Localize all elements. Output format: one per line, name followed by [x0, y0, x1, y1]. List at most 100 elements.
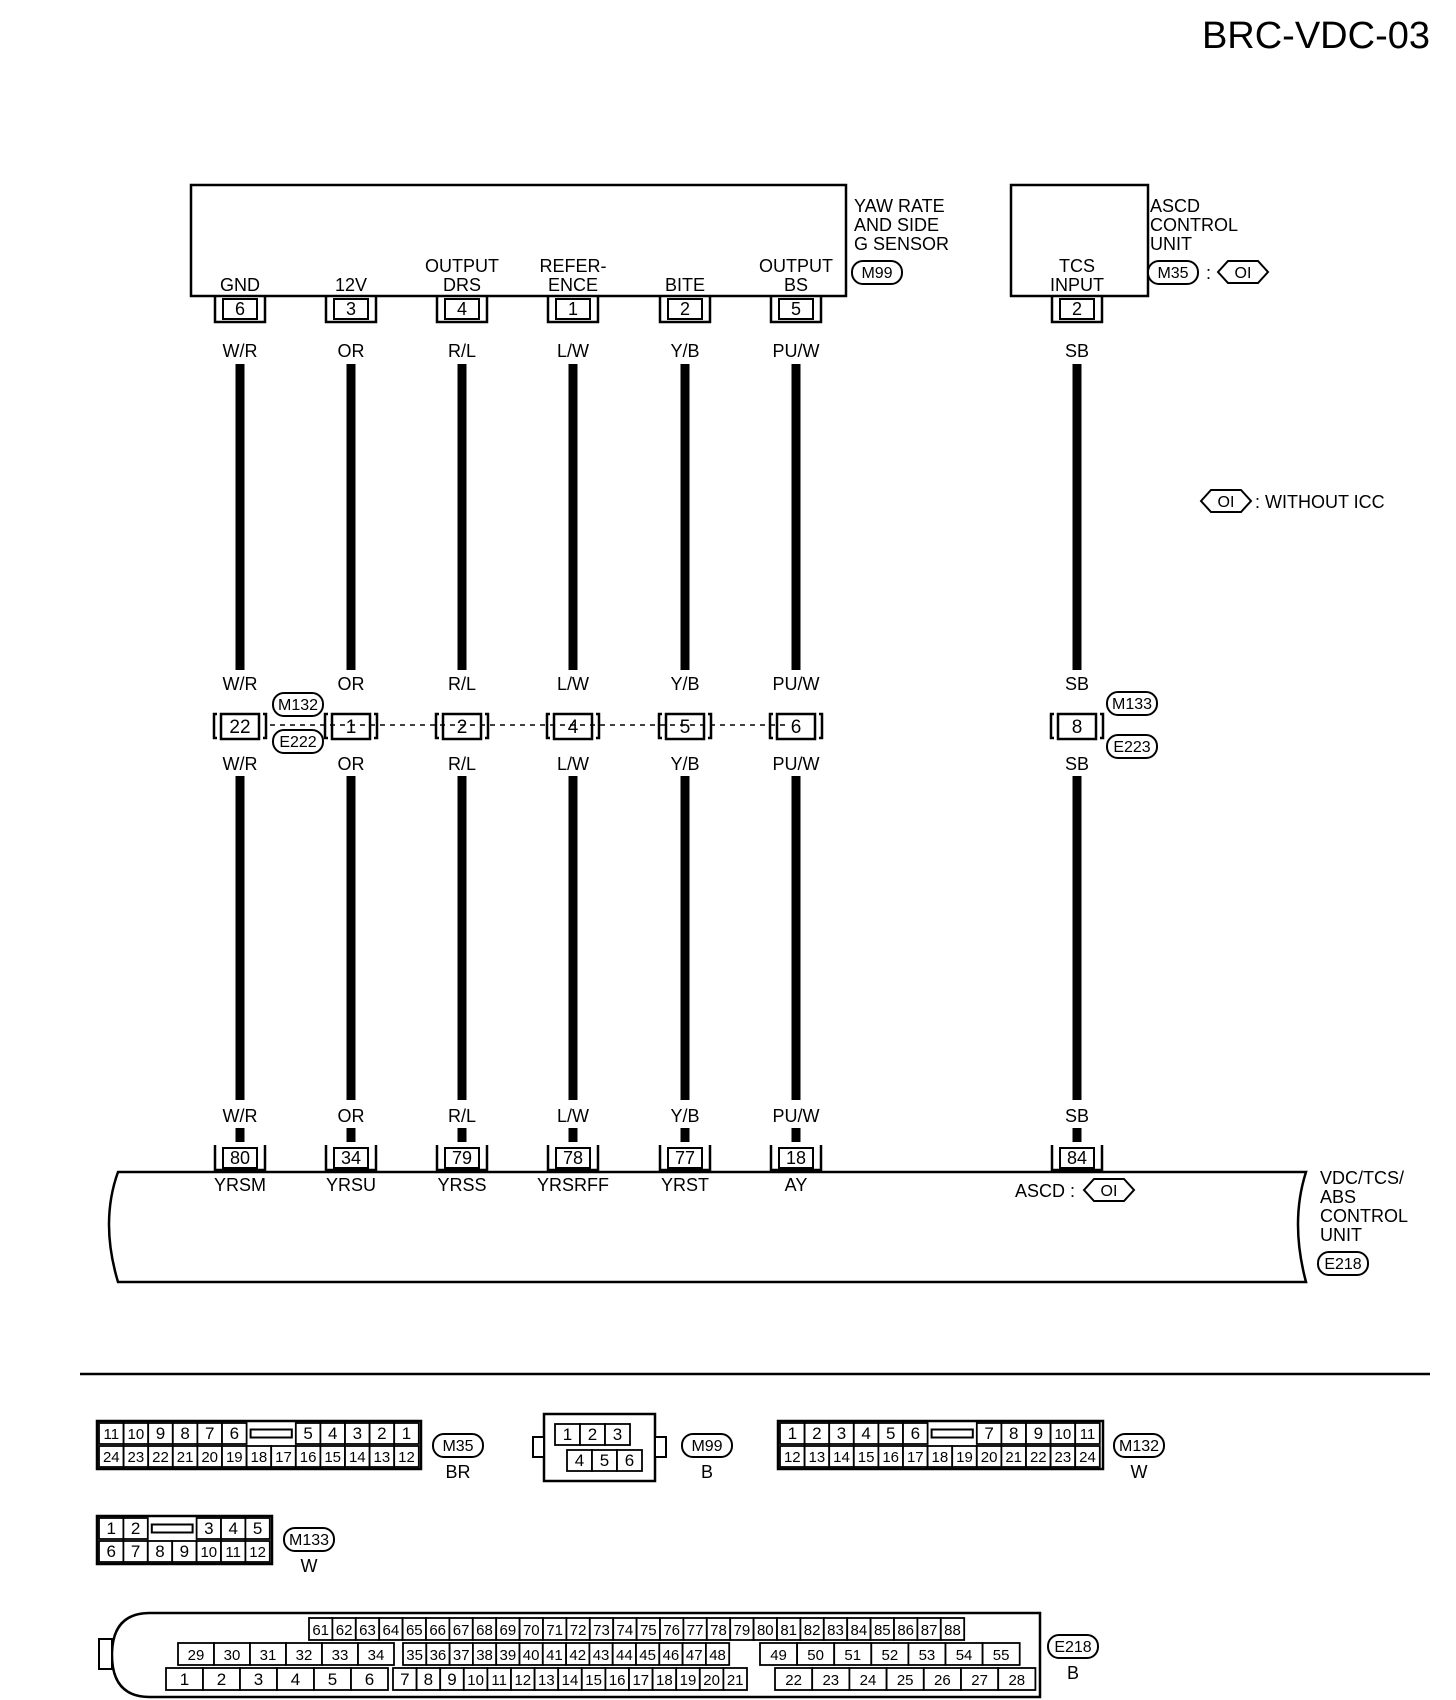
- joint-pin-bracket: [1049, 712, 1105, 740]
- e218-cavity-number: 79: [734, 1622, 751, 1639]
- ecu-pin-number: 84: [1067, 1148, 1087, 1168]
- m133-badge: [283, 1527, 335, 1552]
- m35-cavity-number: 6: [230, 1424, 239, 1443]
- m133-cavity-number: 12: [249, 1544, 266, 1561]
- e218-cavity-number: 30: [224, 1647, 241, 1664]
- m132-cavity-number: 4: [861, 1424, 870, 1443]
- legend: OI : WITHOUT ICC: [1199, 489, 1385, 513]
- e218-badge: [1047, 1634, 1099, 1659]
- m35-cavity-number: 11: [104, 1426, 120, 1443]
- m132-key-slot: [930, 1428, 974, 1439]
- e218-cavity-number: 76: [663, 1622, 680, 1639]
- m35-cavity-number: 10: [128, 1426, 145, 1443]
- m99-cavity-number: 3: [613, 1425, 622, 1444]
- e218-color: B: [1067, 1663, 1079, 1683]
- e218-cavity-number: 51: [844, 1647, 861, 1664]
- m132-cavity-number: 5: [886, 1424, 895, 1443]
- e218-cavity-number: 16: [609, 1672, 626, 1689]
- sensor-pin-cavity: [658, 297, 712, 324]
- ecu-pin-box: [778, 1147, 814, 1169]
- wire-color-label: SB: [1065, 1106, 1089, 1126]
- e218-cavity-number: 18: [656, 1672, 673, 1689]
- wire-color-label: Y/B: [670, 341, 699, 361]
- sensor-pin-box: [778, 298, 814, 320]
- m132-cavity-number: 24: [1079, 1449, 1096, 1466]
- e218-cavity-number: 23: [822, 1672, 839, 1689]
- e218-cavity-number: 43: [593, 1647, 610, 1664]
- e218-cavity-number: 65: [406, 1622, 423, 1639]
- e218-cavity-number: 46: [663, 1647, 680, 1664]
- m133-cavity: [122, 1517, 149, 1540]
- joint-pin-number: 22: [229, 717, 250, 738]
- vdc-ascd-option-badge: OI: [1082, 1178, 1136, 1202]
- yaw-sensor-name-line-2: AND SIDE: [854, 215, 939, 235]
- e218-cavity-number: 28: [1008, 1672, 1025, 1689]
- m132-color: W: [1131, 1462, 1148, 1482]
- m133-cavity-number: 7: [131, 1542, 140, 1561]
- wire-color-label: W/R: [223, 341, 258, 361]
- wire-color-label: SB: [1065, 754, 1089, 774]
- m35-cavity-number: 7: [205, 1424, 214, 1443]
- m35-cavity-number: 22: [152, 1449, 169, 1466]
- joint-pin-number: 1: [346, 717, 357, 738]
- e218-cavity-number: 42: [569, 1647, 586, 1664]
- e218-cavity-number: 83: [827, 1622, 844, 1639]
- ascd-unit-box: [1009, 183, 1150, 298]
- m35-color: BR: [445, 1462, 470, 1482]
- e218-cavity: [357, 1642, 395, 1666]
- m132-cavity-number: 20: [981, 1449, 998, 1466]
- sensor-pin-cavity: [1050, 297, 1104, 324]
- m133-cavity: [244, 1517, 271, 1540]
- e218-cavity-number: 13: [538, 1672, 555, 1689]
- ascd-unit-option-separator: :: [1206, 263, 1211, 283]
- e218-cavity-number: 24: [860, 1672, 877, 1689]
- m133-cavity-number: 4: [228, 1519, 237, 1538]
- e218-cavity-number: 35: [406, 1647, 423, 1664]
- ecu-terminal-label: YRST: [661, 1175, 709, 1195]
- m132-cavity-number: 15: [858, 1449, 875, 1466]
- m133-name: M133: [289, 1532, 329, 1549]
- e218-cavity-number: 7: [400, 1670, 409, 1689]
- joint-pin-bracket: [768, 712, 824, 740]
- m35-cavity: [393, 1422, 420, 1445]
- e218-cavity-number: 17: [632, 1672, 649, 1689]
- m132-cavity: [1074, 1445, 1101, 1468]
- ascd-unit-name-line-2: CONTROL: [1150, 215, 1238, 235]
- ascd-unit-option-badge: OI: [1216, 260, 1270, 284]
- wire-color-label: R/L: [448, 754, 476, 774]
- wire-color-label: L/W: [557, 1106, 589, 1126]
- m132-badge: [1113, 1433, 1165, 1458]
- svg-text:E222: E222: [279, 734, 316, 751]
- m132-cavity-number: 7: [984, 1424, 993, 1443]
- ecu-pin-box: [555, 1147, 591, 1169]
- joint-pin-bracket: [212, 712, 268, 740]
- m132-name: M132: [1119, 1438, 1159, 1455]
- yaw-sensor-box: [189, 183, 848, 298]
- m132-cavity-number: 2: [812, 1424, 821, 1443]
- wire-color-label: L/W: [557, 674, 589, 694]
- m133-cavity-number: 2: [131, 1519, 140, 1538]
- joint-pin-bracket: [323, 712, 379, 740]
- joint-pin-number: 5: [680, 717, 691, 738]
- wire-color-label: PU/W: [773, 1106, 820, 1126]
- m132-cavity-number: 3: [837, 1424, 846, 1443]
- ecu-pin-cavity: [546, 1145, 600, 1172]
- ecu-terminal-label: YRSRFF: [537, 1175, 609, 1195]
- e218-cavity-number: 21: [727, 1672, 744, 1689]
- joint-pin-number: 8: [1072, 717, 1083, 738]
- e218-cavity-number: 85: [874, 1622, 891, 1639]
- svg-text:M99: M99: [861, 265, 892, 282]
- m132-cavity-number: 8: [1009, 1424, 1018, 1443]
- m35-cavity: [221, 1422, 248, 1445]
- e218-cavity-number: 33: [332, 1647, 349, 1664]
- m35-cavity-number: 3: [353, 1424, 362, 1443]
- m35-cavity-number: 24: [103, 1449, 120, 1466]
